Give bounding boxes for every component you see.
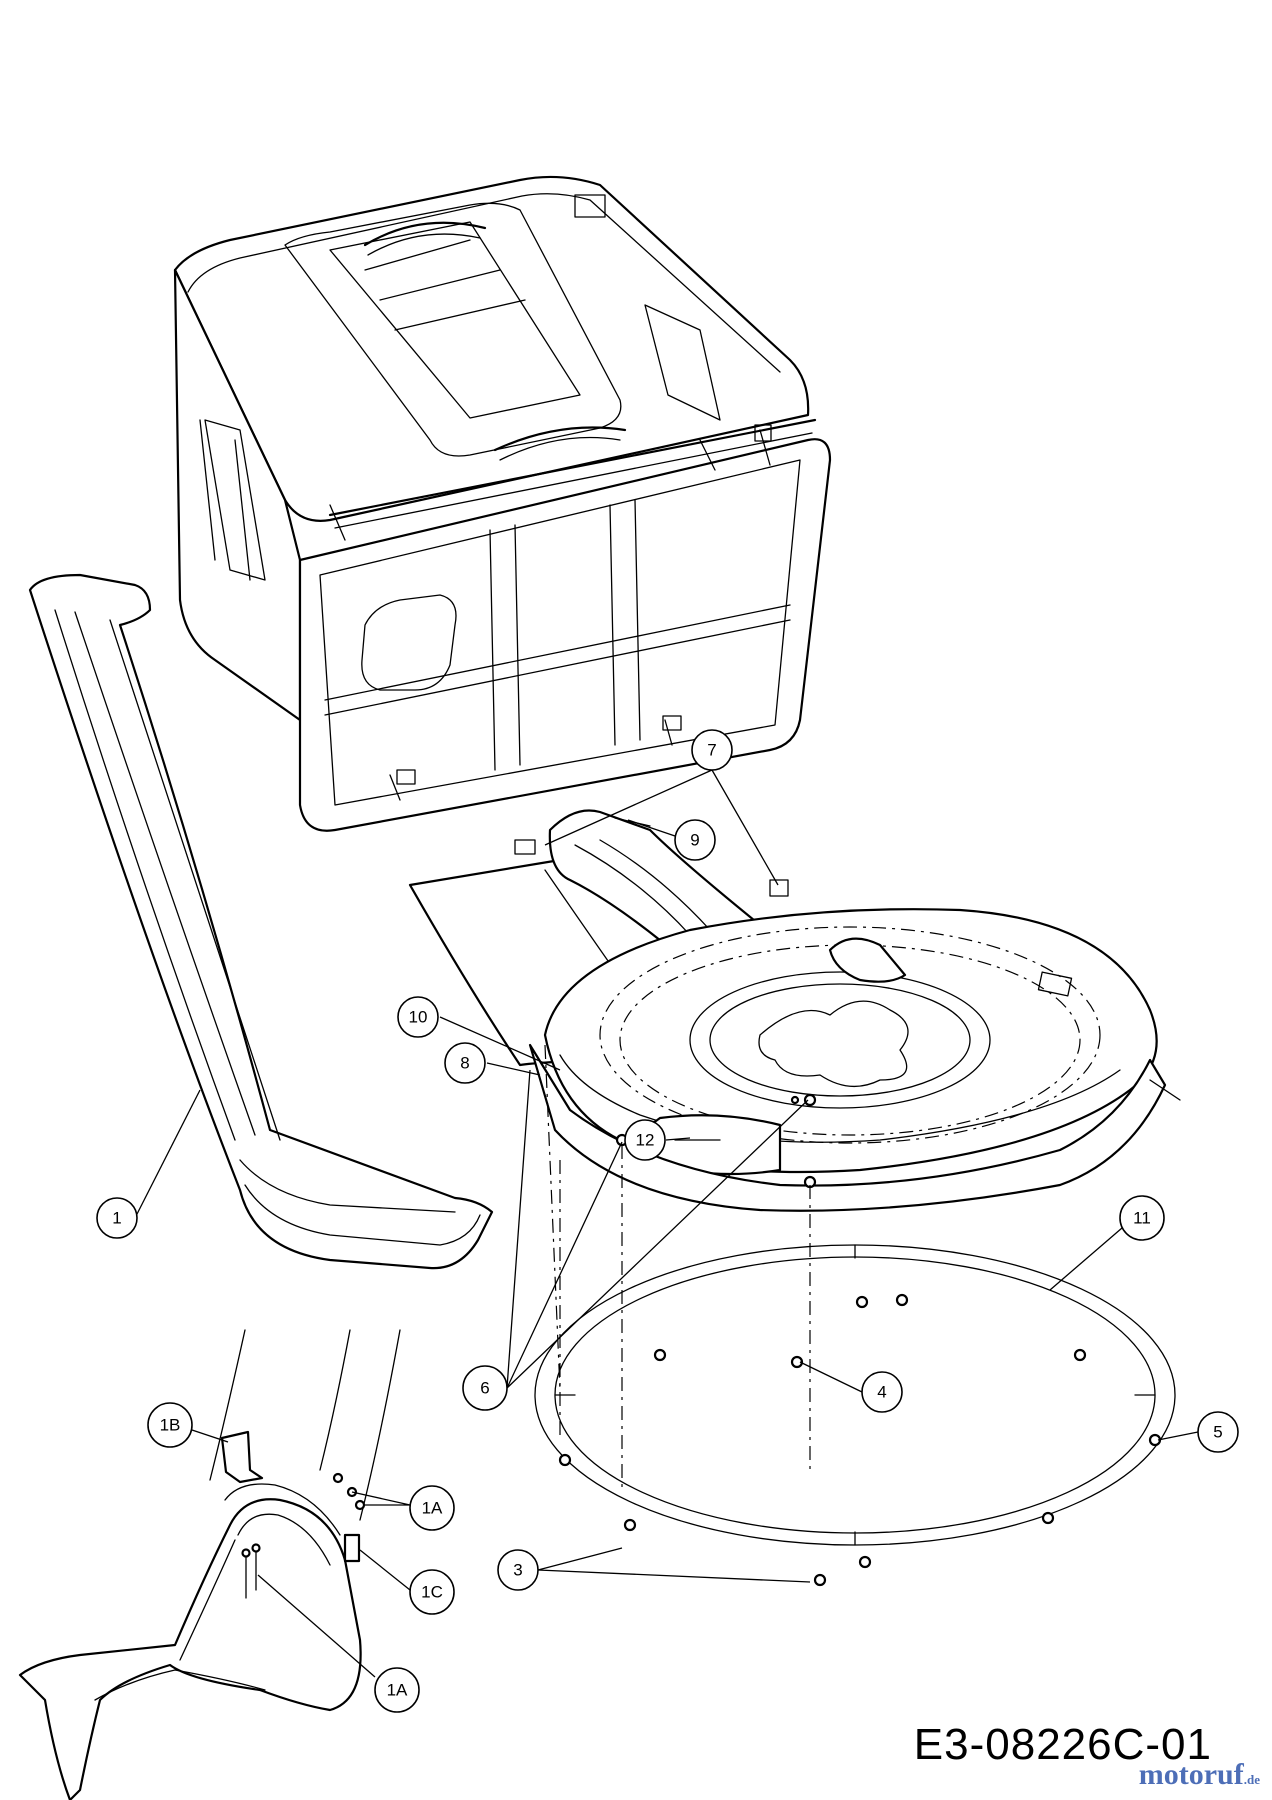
chute-detail [18, 1329, 401, 1800]
callout-10: 10 [397, 996, 439, 1038]
callout-1a-bottom: 1A [374, 1667, 420, 1713]
ring-bolts [558, 1293, 1162, 1587]
callout-1b-label: 1B [160, 1416, 181, 1435]
callout-1a-top-label: 1A [422, 1499, 443, 1518]
callout-11-label: 11 [1133, 1209, 1151, 1228]
watermark-brand: motoruf [1138, 1758, 1244, 1791]
callout-8: 8 [444, 1042, 486, 1084]
callout-7: 7 [691, 729, 733, 771]
watermark-tld: .de [1243, 1772, 1260, 1787]
callout-10-label: 10 [409, 1008, 428, 1027]
callout-4-label: 4 [877, 1383, 886, 1402]
callout-1a-top: 1A [409, 1485, 455, 1531]
callout-7-label: 7 [707, 741, 716, 760]
callout-3: 3 [497, 1549, 539, 1591]
callout-12-label: 12 [636, 1131, 655, 1150]
callout-6: 6 [462, 1365, 508, 1411]
blade-guard-ring [534, 1244, 1176, 1587]
grass-catcher-box [173, 175, 832, 832]
leader-lines [134, 769, 1199, 1678]
callout-1c: 1C [409, 1569, 455, 1615]
callout-9-label: 9 [690, 831, 699, 850]
callout-1c-label: 1C [421, 1583, 443, 1602]
discharge-chute [28, 573, 494, 1270]
callout-4: 4 [861, 1371, 903, 1413]
assembly-guide-lines [544, 1044, 811, 1490]
mower-deck [528, 908, 1181, 1212]
callout-1b: 1B [147, 1402, 193, 1448]
callout-5-label: 5 [1213, 1423, 1222, 1442]
callout-1-label: 1 [112, 1209, 121, 1228]
callout-6-label: 6 [480, 1379, 489, 1398]
callout-1: 1 [96, 1197, 138, 1239]
callout-5: 5 [1197, 1411, 1239, 1453]
callout-9: 9 [674, 819, 716, 861]
callout-11: 11 [1119, 1195, 1165, 1241]
callout-1a-bottom-label: 1A [387, 1681, 408, 1700]
callout-12: 12 [624, 1119, 666, 1161]
callout-8-label: 8 [460, 1054, 469, 1073]
diagram-code: E3-08226C-01 [913, 1720, 1212, 1769]
callout-3-label: 3 [513, 1561, 522, 1580]
watermark: motoruf.de [1139, 1758, 1260, 1792]
